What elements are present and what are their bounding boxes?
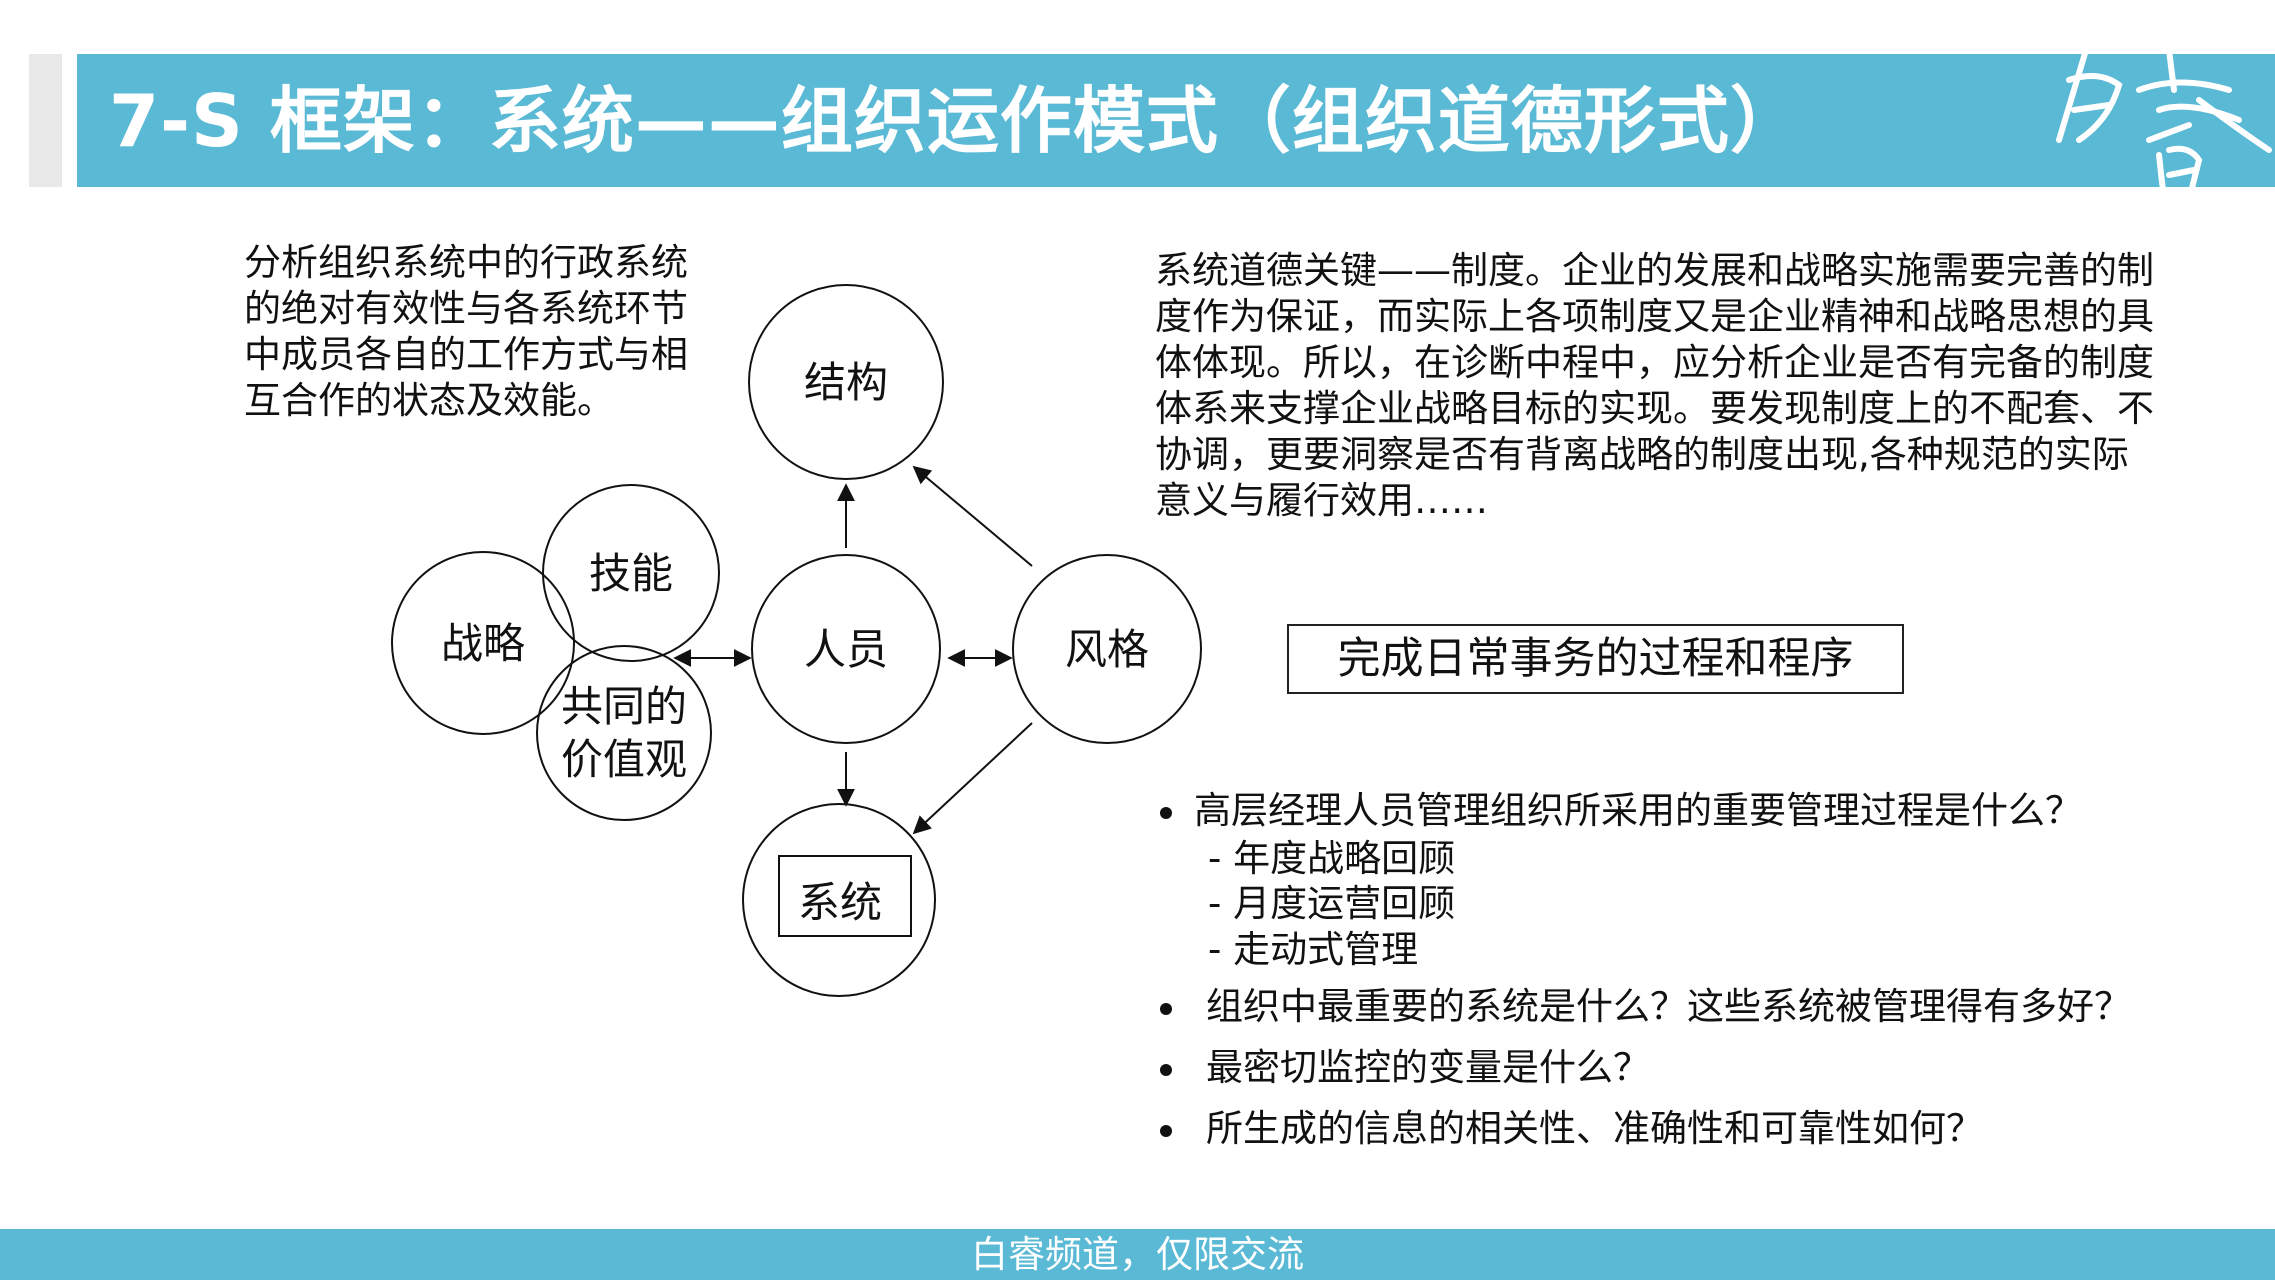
logo: [2056, 37, 2272, 203]
bullet-text: 所生成的信息的相关性、准确性和可靠性如何？: [1206, 1107, 1983, 1150]
shared-values-label-2: 价值观: [561, 735, 687, 784]
shared-values-label-1: 共同的: [561, 682, 687, 731]
staff-circle: [751, 554, 941, 744]
sub-item: - 年度战略回顾: [1208, 837, 1456, 880]
header-accent-strip: [29, 54, 62, 187]
staff-label: 人员: [804, 625, 888, 674]
bullet-icon: [1160, 1002, 1172, 1015]
bullet-text: 组织中最重要的系统是什么？这些系统被管理得有多好？: [1206, 985, 2131, 1028]
bullet-icon: [1160, 1063, 1172, 1076]
header-bar: [77, 54, 2275, 187]
arrow-style-systems: [912, 722, 1033, 835]
style-circle: [1012, 554, 1202, 744]
bullet-text: 最密切监控的变量是什么？: [1206, 1046, 1650, 1089]
bullet-icon: [1160, 806, 1172, 819]
definition-box: 完成日常事务的过程和程序: [1287, 624, 1904, 694]
strategy-label: 战略: [441, 619, 525, 668]
structure-circle: [748, 284, 944, 480]
bullet-item-3: 最密切监控的变量是什么？: [1160, 1045, 1650, 1091]
sub-item: - 月度运营回顾: [1208, 882, 1456, 925]
systems-highlight-box: [778, 855, 912, 937]
arrow-style-structure: [912, 465, 1033, 567]
skills-circle: [542, 484, 720, 662]
style-label: 风格: [1065, 625, 1149, 674]
right-description: 系统道德关键——制度。企业的发展和战略实施需要完善的制度作为保证，而实际上各项制…: [1155, 249, 2154, 522]
shared-values-circle: [536, 645, 712, 821]
systems-label: 系统: [798, 878, 882, 927]
sub-item: - 走动式管理: [1208, 928, 1419, 971]
bullet-item-4: 所生成的信息的相关性、准确性和可靠性如何？: [1160, 1106, 1983, 1152]
left-description: 分析组织系统中的行政系统的绝对有效性与各系统环节中成员各自的工作方式与相互合作的…: [244, 241, 688, 422]
seven-s-diagram: 结构 技能 战略 共同的 价值观 人员 风格 系统: [391, 284, 1202, 997]
bullet-item-1: 高层经理人员管理组织所采用的重要管理过程是什么？: [1160, 788, 2082, 834]
page-title: 7-S 框架：系统——组织运作模式（组织道德形式）: [109, 79, 1803, 163]
bullet-item-2: 组织中最重要的系统是什么？这些系统被管理得有多好？: [1160, 984, 2131, 1030]
footer-bar: 白睿频道，仅限交流: [0, 1229, 2275, 1280]
skills-label: 技能: [589, 549, 673, 598]
strategy-circle: [391, 551, 575, 735]
structure-label: 结构: [804, 358, 888, 407]
bullet-text: 高层经理人员管理组织所采用的重要管理过程是什么？: [1194, 789, 2082, 832]
bullet-icon: [1160, 1124, 1172, 1137]
